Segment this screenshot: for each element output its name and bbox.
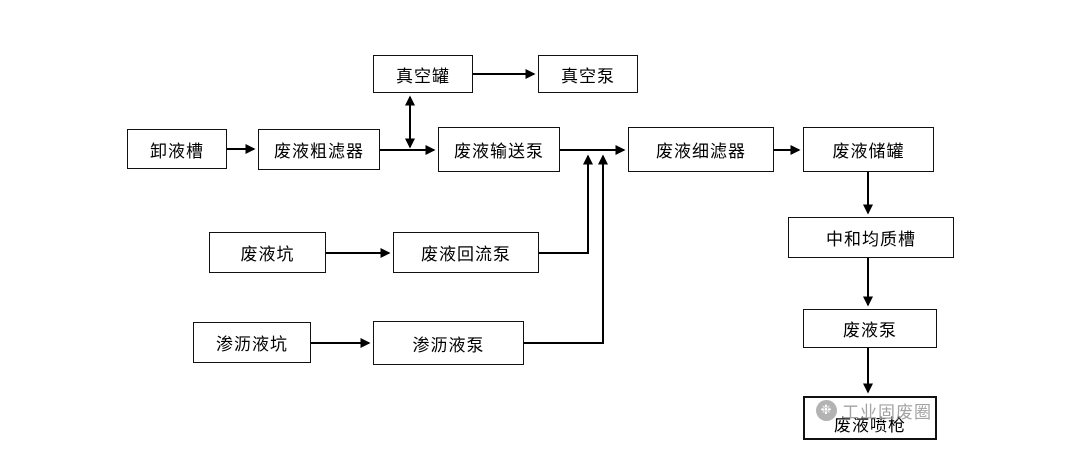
node-leachate-pit: 渗沥液坑: [193, 322, 311, 363]
node-leachate-pump-label: 渗沥液泵: [412, 335, 485, 356]
node-unloading-tank: 卸液槽: [127, 129, 227, 169]
node-storage-tank: 废液储罐: [803, 127, 934, 172]
node-leachate-pump: 渗沥液泵: [373, 321, 524, 365]
node-return-pump-label: 废液回流泵: [421, 245, 511, 265]
node-leachate-pit-label: 渗沥液坑: [216, 335, 288, 355]
node-neutralization-tank: 中和均质槽: [788, 217, 954, 258]
node-transfer-pump: 废液输送泵: [438, 127, 560, 172]
node-waste-pit-label: 废液坑: [240, 245, 295, 265]
node-fine-filter-label: 废液细滤器: [656, 142, 746, 162]
node-vacuum-pump: 真空泵: [538, 55, 638, 93]
node-vacuum-tank-label: 真空罐: [396, 66, 450, 87]
node-waste-pump-label: 废液泵: [843, 321, 897, 341]
node-return-pump: 废液回流泵: [393, 232, 539, 273]
node-transfer-pump-label: 废液输送泵: [454, 142, 544, 162]
node-vacuum-tank: 真空罐: [373, 55, 473, 93]
node-waste-pump: 废液泵: [803, 309, 937, 348]
node-spray-gun-label: 废液喷枪: [834, 416, 906, 436]
node-coarse-filter-label: 废液粗滤器: [274, 142, 364, 162]
node-waste-pit: 废液坑: [209, 232, 326, 273]
node-coarse-filter: 废液粗滤器: [258, 129, 380, 170]
watermark-text: 工业固废圈: [842, 403, 932, 423]
watermark-logo-icon: ❉: [816, 400, 837, 421]
node-storage-tank-label: 废液储罐: [832, 142, 905, 162]
node-vacuum-pump-label: 真空泵: [561, 66, 615, 87]
watermark: ❉ 工业固废圈: [816, 398, 932, 423]
node-neutralization-tank-label: 中和均质槽: [826, 230, 916, 250]
node-fine-filter: 废液细滤器: [628, 127, 774, 172]
node-unloading-tank-label: 卸液槽: [150, 141, 204, 162]
